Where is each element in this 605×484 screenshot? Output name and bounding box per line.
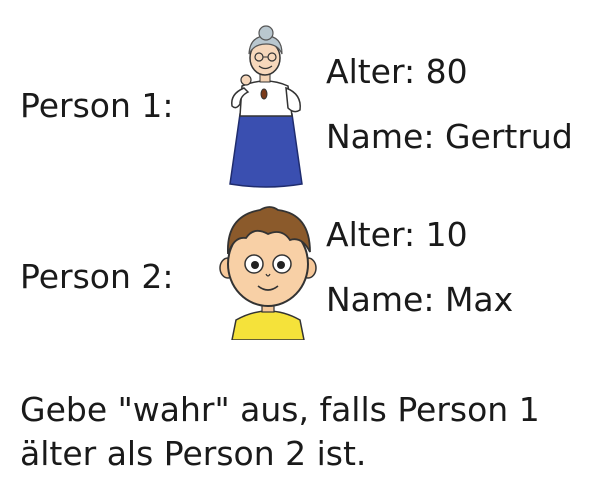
- task-line-1: Gebe "wahr" aus, falls Person 1: [20, 390, 540, 429]
- person2-label: Person 2:: [20, 257, 174, 296]
- task-line-2: älter als Person 2 ist.: [20, 434, 367, 473]
- task-description: Gebe "wahr" aus, falls Person 1 älter al…: [20, 388, 540, 476]
- person2-age: Alter: 10: [326, 215, 468, 254]
- grandmother-icon: [229, 25, 303, 188]
- person1-age: Alter: 80: [326, 52, 468, 91]
- person1-name: Name: Gertrud: [326, 117, 573, 156]
- person2-name: Name: Max: [326, 280, 514, 319]
- boy-icon: [219, 206, 317, 340]
- person1-label: Person 1:: [20, 86, 174, 125]
